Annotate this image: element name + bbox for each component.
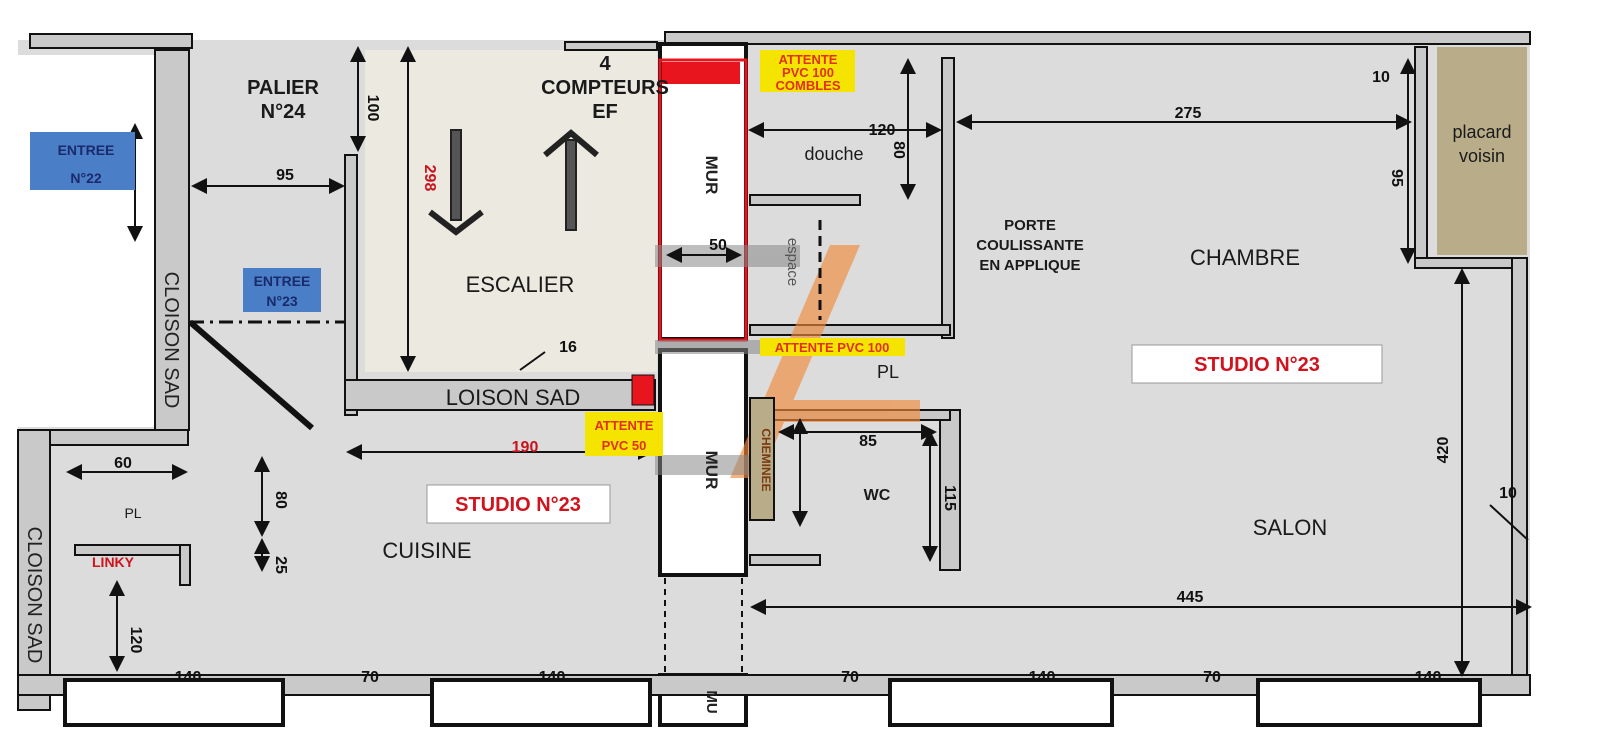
outside-left-white [0,55,155,427]
salon-label: SALON [1253,515,1328,540]
porte-label-line3: EN APPLIQUE [979,257,1080,274]
pl-right-label: PL [877,362,899,382]
dim-80-top: 80 [890,141,907,159]
dim-10-top: 10 [1372,69,1390,86]
attente-pvc50-box [585,412,663,456]
dim-95-left: 95 [276,167,294,184]
studio-label-left: STUDIO N°23 [455,494,581,516]
porte-label-line2: COULISSANTE [976,237,1084,254]
dim-120-left: 120 [127,627,144,654]
dim-bottom-140-1: 140 [175,669,202,686]
cloison-lower-label: CLOISON SAD [23,527,45,664]
mur-bottom-label: MU [703,690,720,713]
entree-23-line1: ENTREE [254,273,311,289]
compteurs-label-line2: COMPTEURS [541,77,669,99]
dim-190: 190 [512,439,539,456]
entree-23-line2: N°23 [266,293,297,309]
dim-445: 445 [1177,589,1204,606]
entree-22-box [30,132,135,190]
chambre-label: CHAMBRE [1190,245,1300,270]
attente-combles-line2: PVC 100 [782,65,834,80]
douche-label: douche [804,144,863,164]
red-pipe-top [662,62,740,84]
dim-120-top: 120 [869,122,896,139]
placard-voisin-area [1437,47,1527,255]
mur-upper-label: MUR [702,156,721,195]
studio-label-right: STUDIO N°23 [1194,354,1320,376]
dimension-lines [66,46,1532,677]
attente-combles-line3: COMBLES [776,78,841,93]
attente-pvc50-line2: PVC 50 [602,438,647,453]
dim-bottom-70-1: 70 [361,669,379,686]
mur-column-upper [658,42,748,341]
stair-up-arrow [543,129,599,231]
dim-85: 85 [859,433,877,450]
windows [63,678,1482,727]
dim-298: 298 [421,165,438,192]
wc-label: WC [864,487,891,504]
dim-50: 50 [709,237,727,254]
dim-bottom-140-4: 140 [1415,669,1442,686]
attente-pvc100-label: ATTENTE PVC 100 [775,340,890,355]
entree-22-line1: ENTREE [58,142,115,158]
cuisine-label: CUISINE [382,538,471,563]
dim-10-right: 10 [1499,485,1517,502]
entree-22-line2: N°22 [70,170,101,186]
stair-down-arrow [428,129,484,236]
attente-combles-line1: ATTENTE [779,52,838,67]
mur-lower-label: MUR [702,451,721,490]
dim-420: 420 [1435,437,1452,464]
dim-275: 275 [1175,105,1202,122]
dim-bottom-70-2: 70 [841,669,859,686]
linky-label: LINKY [92,554,135,570]
placard-label-line1: placard [1452,122,1511,142]
compteurs-label-line1: 4 [599,53,611,75]
palier-label-line1: PALIER [247,77,319,99]
entree-23-box [243,268,321,312]
attente-pvc100-box [760,338,905,356]
escalier-label: ESCALIER [466,272,575,297]
dim-bottom-70-3: 70 [1203,669,1221,686]
dim-16: 16 [559,339,577,356]
espace-label: espace [784,238,801,286]
porte-label-line1: PORTE [1004,217,1056,234]
placard-label-line2: voisin [1459,146,1505,166]
bottom-wall [17,674,1531,696]
dim-95-right: 95 [1388,169,1405,187]
cheminee-box [749,397,775,521]
studio-label-left-box [426,484,611,524]
dim-115: 115 [941,485,958,511]
red-pipe-small [631,374,655,406]
walls [17,31,1531,711]
compteurs-label-line3: EF [592,101,618,123]
pl-left-label: PL [124,505,141,521]
dim-100: 100 [364,95,381,122]
cloison-upper-label: CLOISON SAD [160,272,182,409]
loison-label: LOISON SAD [446,385,580,410]
dim-bottom-140-2: 140 [539,669,566,686]
cheminee-label: CHEMINEE [759,428,773,491]
dim-25: 25 [272,556,289,574]
dim-bottom-140-3: 140 [1029,669,1056,686]
attente-pvc50-line1: ATTENTE [595,418,654,433]
attente-combles-box [760,50,855,92]
door-swing [188,319,314,431]
dim-60: 60 [114,455,132,472]
dim-80-left: 80 [272,491,289,509]
palier-label-line2: N°24 [261,101,307,123]
studio-label-right-box [1131,344,1383,384]
